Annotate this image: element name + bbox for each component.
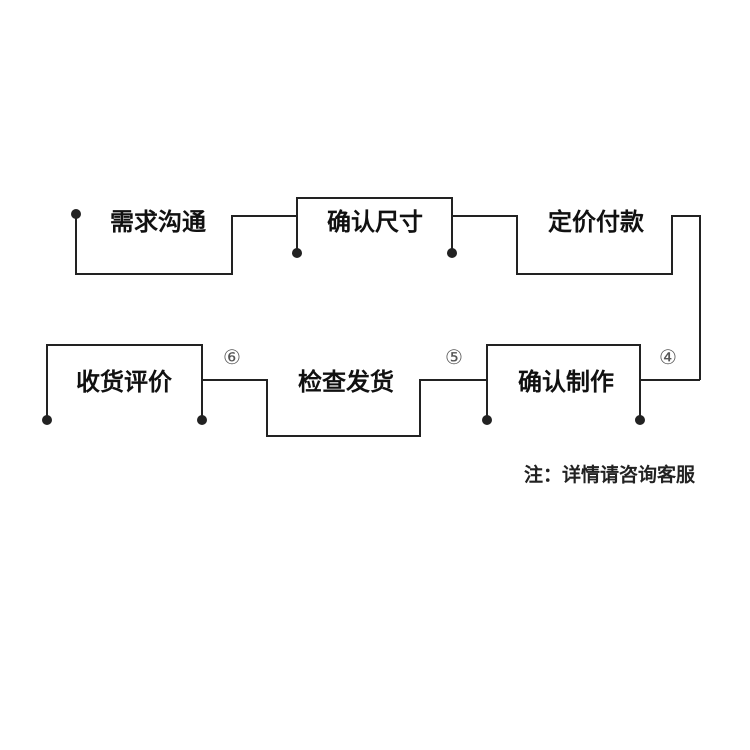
footnote: 注：详情请咨询客服 (524, 463, 696, 486)
dot-step4-left (482, 415, 492, 425)
marker-5: ⑤ (445, 345, 463, 369)
step-6-label: 收货评价 (76, 368, 173, 396)
dot-step2-right (447, 248, 457, 258)
dot-step6-right (197, 415, 207, 425)
step-1-label: 需求沟通 (110, 208, 206, 236)
step-2-label: 确认尺寸 (327, 208, 423, 236)
dot-step2-left (292, 248, 302, 258)
dot-step1-start (71, 209, 81, 219)
marker-4: ④ (659, 345, 677, 369)
step-4-label: 确认制作 (518, 368, 614, 396)
step-5-label: 检查发货 (298, 368, 394, 396)
marker-6: ⑥ (223, 345, 241, 369)
dot-step6-left (42, 415, 52, 425)
step-3-label: 定价付款 (548, 208, 645, 236)
bottom-row-connector-line (46, 344, 700, 437)
dot-step4-right (635, 415, 645, 425)
